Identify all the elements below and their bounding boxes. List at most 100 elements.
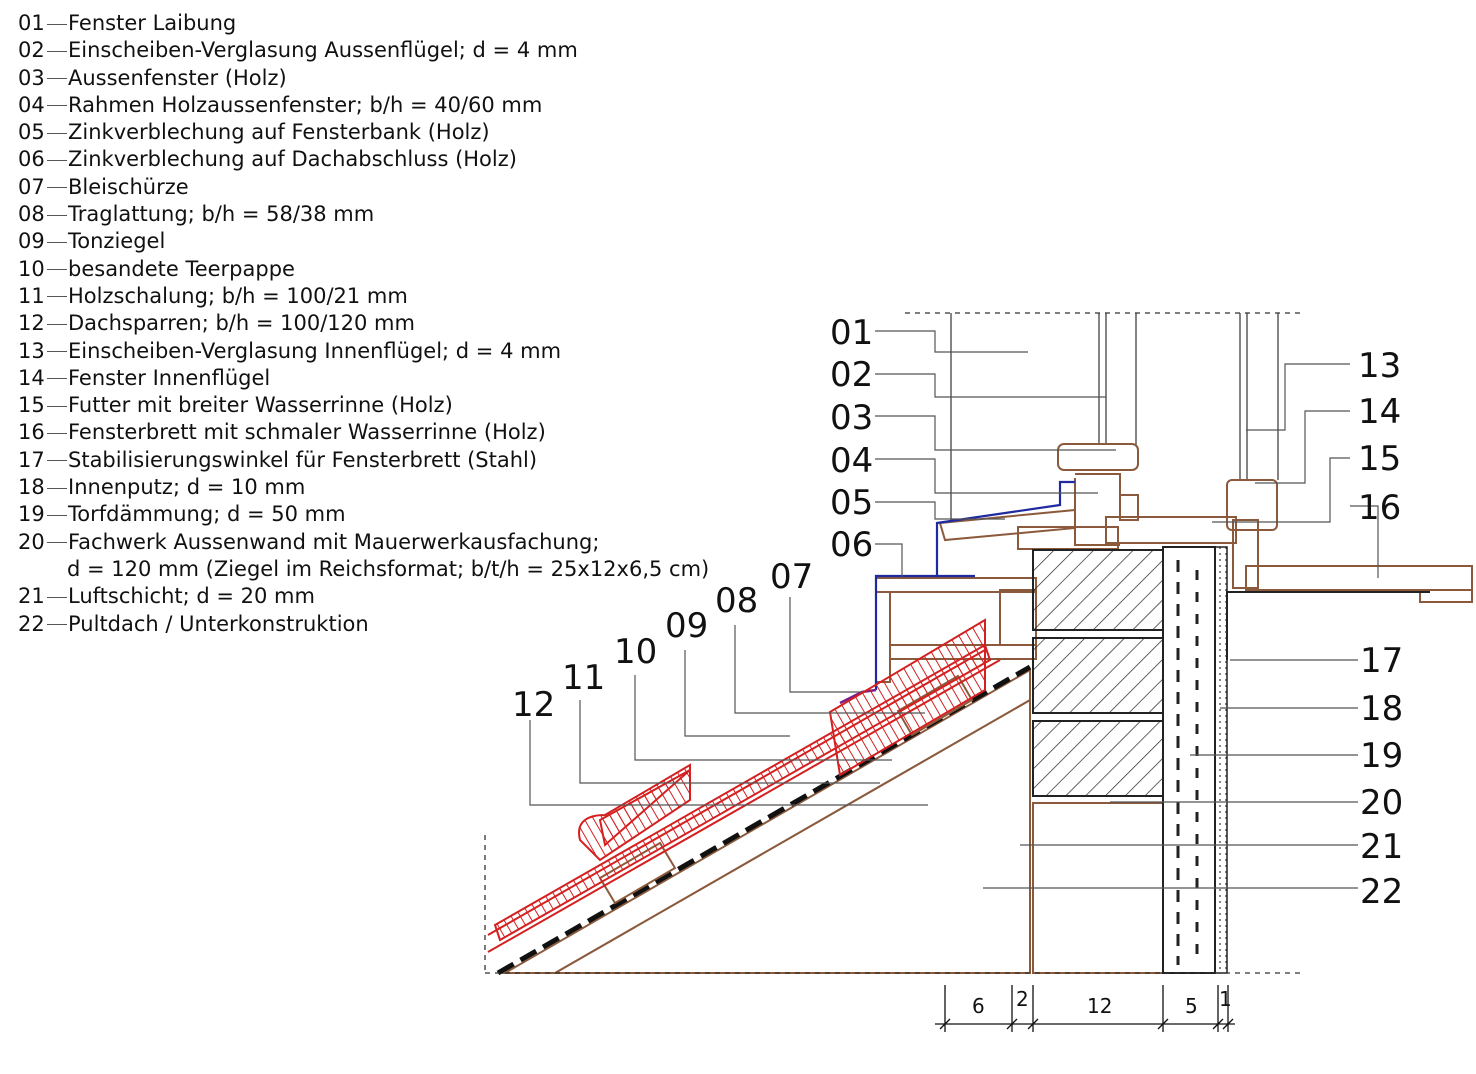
callout-10: 10: [614, 632, 657, 672]
legend-item: 04 Rahmen Holzaussenfenster; b/h = 40/60 …: [18, 92, 709, 119]
callout-20: 20: [1360, 783, 1403, 823]
legend-text: Stabilisierungswinkel für Fensterbrett (…: [68, 447, 538, 472]
dimension-labels: 6 2 12 5 1: [972, 987, 1232, 1018]
callout-19: 19: [1360, 736, 1403, 776]
legend-number: 21: [18, 584, 45, 609]
legend-text: Einscheiben-Verglasung Innenflügel; d = …: [68, 338, 562, 363]
callout-14: 14: [1358, 392, 1401, 432]
legend-dash: [47, 432, 67, 434]
legend-dash: [47, 460, 67, 462]
legend-dash: [47, 624, 67, 626]
legend-item: 21 Luftschicht; d = 20 mm: [18, 583, 709, 610]
dim-6: 6: [972, 994, 985, 1018]
legend-number: 15: [18, 393, 45, 418]
dim-12: 12: [1087, 994, 1112, 1018]
legend-text: Fachwerk Aussenwand mit Mauerwerkausfach…: [68, 529, 600, 554]
callout-16: 16: [1358, 488, 1401, 528]
legend-number: 06: [18, 147, 45, 172]
legend-dash: [47, 23, 67, 25]
legend-item: 07 Bleischürze: [18, 174, 709, 201]
legend-number: 02: [18, 38, 45, 63]
legend-number: 01: [18, 11, 45, 35]
legend-text: Torfdämmung; d = 50 mm: [68, 502, 346, 527]
legend-number: 03: [18, 65, 45, 90]
legend-number: 07: [18, 174, 45, 199]
leader-lines-left: [529, 330, 1116, 806]
legend-item: 06 Zinkverblechung auf Dachabschluss (Hol…: [18, 146, 709, 173]
interior-plaster: [1214, 546, 1228, 974]
legend-text: Aussenfenster (Holz): [68, 65, 287, 90]
callouts-right: 13 14 15 16 17 18 19 20 21 22: [1358, 346, 1403, 912]
callout-03: 03: [830, 398, 873, 438]
dimension-line: [935, 985, 1235, 1032]
legend-number: 20: [18, 529, 45, 554]
callout-02: 02: [830, 355, 873, 395]
legend-number: 14: [18, 365, 45, 390]
legend-number: 13: [18, 338, 45, 363]
legend-number: 09: [18, 229, 45, 254]
callout-11: 11: [562, 658, 605, 698]
legend-number: 11: [18, 283, 45, 308]
legend-dash: [47, 487, 67, 489]
legend-number: 16: [18, 420, 45, 445]
clay-tiles: [487, 618, 1001, 953]
legend-number: 22: [18, 611, 45, 636]
legend-item: 17 Stabilisierungswinkel für Fensterbrett…: [18, 447, 709, 474]
legend-dash: [47, 514, 67, 516]
dim-2: 2: [1016, 987, 1029, 1011]
legend-dash: [47, 187, 67, 189]
legend-text: Dachsparren; b/h = 100/120 mm: [68, 311, 415, 336]
legend-dash: [47, 296, 67, 298]
callout-05: 05: [830, 483, 873, 523]
zinc-flashing: [874, 480, 1075, 690]
legend-dash: [47, 542, 67, 544]
legend-text: Luftschicht; d = 20 mm: [68, 584, 315, 609]
insulation-layer: [1162, 546, 1216, 974]
callout-18: 18: [1360, 689, 1403, 729]
legend-text: Innenputz; d = 10 mm: [68, 475, 306, 500]
leader-lines-right: [983, 363, 1379, 889]
callout-06: 06: [830, 525, 873, 565]
legend-text: Zinkverblechung auf Dachabschluss (Holz): [68, 147, 517, 172]
legend-item: 01 Fenster Laibung: [18, 10, 709, 37]
window-laibung: [905, 312, 1300, 520]
legend-item: 14 Fenster Innenflügel: [18, 365, 709, 392]
legend-text: Rahmen Holzaussenfenster; b/h = 40/60 mm: [68, 92, 543, 117]
legend-dash: [47, 159, 67, 161]
legend-item: 20 Fachwerk Aussenwand mit Mauerwerkausfa…: [18, 529, 709, 556]
callout-22: 22: [1360, 872, 1403, 912]
legend-dash: [47, 50, 67, 52]
outer-window-frame: [1017, 443, 1237, 550]
legend-number: 04: [18, 92, 45, 117]
legend-number: 17: [18, 447, 45, 472]
legend-text: Fenster Laibung: [68, 11, 237, 35]
legend-dash: [47, 241, 67, 243]
inner-window-frame: [1226, 479, 1473, 603]
callout-08: 08: [715, 581, 758, 621]
legend-text: Pultdach / Unterkonstruktion: [68, 611, 369, 636]
legend-item: 03 Aussenfenster (Holz): [18, 65, 709, 92]
legend-item: 16 Fensterbrett mit schmaler Wasserrinne …: [18, 419, 709, 446]
legend-dash: [47, 378, 67, 380]
legend-text: Bleischürze: [68, 174, 189, 199]
callout-21: 21: [1360, 827, 1403, 867]
legend-text: Einscheiben-Verglasung Aussenflügel; d =…: [68, 38, 578, 63]
legend-dash: [47, 405, 67, 407]
callout-13: 13: [1358, 346, 1401, 386]
legend-text: Fensterbrett mit schmaler Wasserrinne (H…: [68, 420, 546, 445]
legend-text: Tonziegel: [68, 229, 166, 254]
legend-number: 12: [18, 311, 45, 336]
legend-item: 22 Pultdach / Unterkonstruktion: [18, 611, 709, 638]
legend-text: Fenster Innenflügel: [68, 365, 271, 390]
legend-text: besandete Teerpappe: [68, 256, 295, 281]
legend-text: Traglattung; b/h = 58/38 mm: [68, 202, 375, 227]
